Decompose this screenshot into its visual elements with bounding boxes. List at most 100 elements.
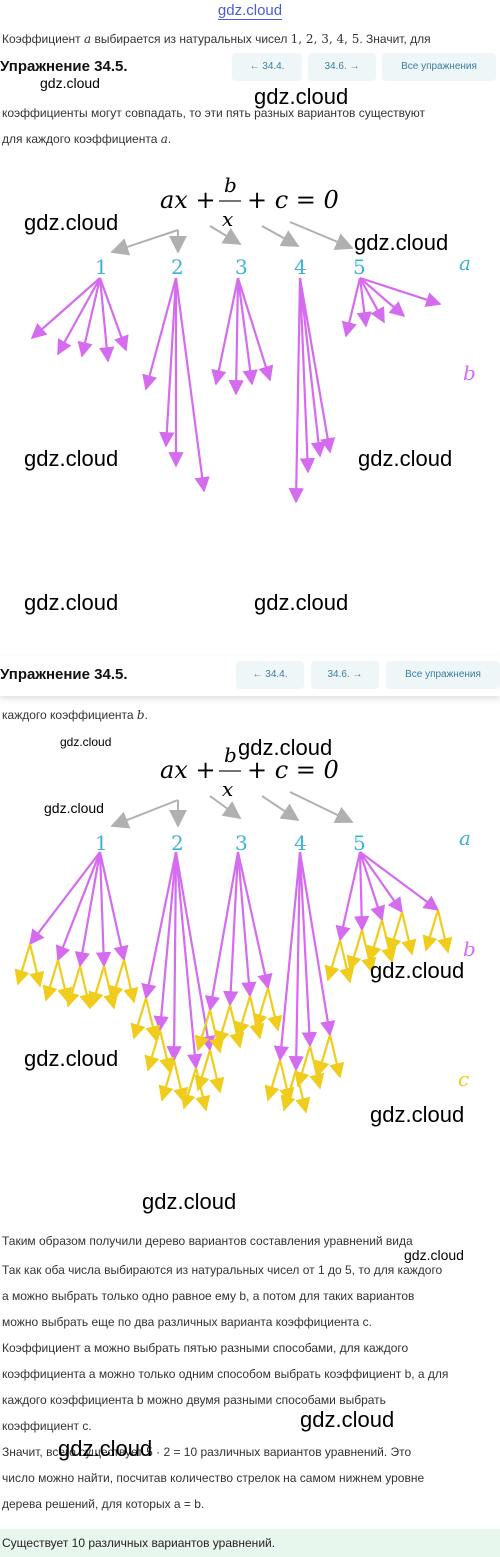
violet-arrow — [288, 851, 304, 1072]
site-logo[interactable]: gdz.cloud — [217, 2, 283, 20]
yellow-arrow — [180, 1067, 198, 1110]
violet-arrow — [353, 851, 370, 932]
prev-exercise-button[interactable]: ← 34.4. — [236, 661, 304, 689]
tree-number-1: 1 — [95, 831, 108, 855]
violet-arrow — [341, 277, 362, 338]
watermark: gdz.cloud — [142, 1189, 237, 1214]
violet-arrow — [236, 277, 258, 386]
all-exercises-button[interactable]: Все упражнения — [386, 661, 500, 689]
violet-arrow — [236, 851, 273, 990]
gray-arrow — [261, 225, 300, 247]
watermark: gdz.cloud — [44, 800, 104, 816]
violet-arrow — [359, 277, 406, 318]
yellow-arrow — [324, 939, 342, 982]
tree-number-2: 2 — [171, 255, 184, 279]
watermark: gdz.cloud — [60, 735, 112, 749]
violet-arrows — [30, 276, 442, 504]
tree-number-3: 3 — [235, 255, 248, 279]
tree-diagram-2: ax + b x + c = 0 1 2 3 4 5 a b c — [14, 743, 476, 1114]
answer-text: Существует 10 различных вариантов уравне… — [2, 1536, 276, 1550]
yellow-arrow — [56, 959, 73, 1004]
yellow-arrow — [208, 1049, 225, 1094]
tree-number-2: 2 — [171, 831, 184, 855]
tree-number-5: 5 — [353, 831, 366, 855]
violet-arrow — [166, 851, 182, 1062]
violet-arrow — [98, 277, 129, 352]
equation-denominator: x — [222, 777, 233, 801]
violet-arrow — [98, 851, 129, 962]
watermark: gdz.cloud — [24, 590, 119, 615]
yellow-arrow — [328, 1034, 345, 1079]
intro-line-1: Коэффициент a выбирается из натуральных … — [2, 32, 431, 46]
yellow-arrow — [214, 1004, 232, 1047]
text-fragment: . Значит, для — [359, 32, 431, 46]
text-fragment: . — [144, 708, 148, 722]
watermark: gdz.cloud — [24, 1046, 119, 1071]
explanation-line: каждого коэффициента b можно двумя разны… — [2, 1393, 386, 1407]
violet-arrow — [358, 851, 386, 922]
explanation-line: число можно найти, посчитав количество с… — [2, 1471, 425, 1485]
tree-diagram-1: ax + b x + c = 0 1 2 3 4 5 a b — [30, 173, 476, 504]
all-exercises-button[interactable]: Все упражнения — [382, 53, 496, 81]
yellow-arrow — [386, 911, 404, 954]
yellow-arrow — [194, 1009, 212, 1052]
gray-arrow — [209, 225, 242, 245]
yellow-arrow — [144, 997, 161, 1042]
level-label-a: a — [459, 251, 471, 275]
yellow-arrow — [88, 965, 106, 1008]
violet-arrow — [77, 277, 102, 358]
violet-arrow — [359, 851, 403, 914]
watermark: gdz.cloud — [370, 958, 465, 983]
watermark: gdz.cloud — [238, 735, 333, 760]
violet-arrow — [204, 851, 240, 1012]
next-exercise-button[interactable]: 34.6. → — [308, 53, 376, 81]
violet-arrow — [359, 851, 440, 911]
violet-arrow — [174, 277, 210, 493]
yellow-arrow — [314, 1034, 332, 1077]
math-numbers: 1, 2, 3, 4, 5 — [290, 32, 360, 46]
math-var: a — [160, 132, 168, 146]
violet-arrows — [29, 851, 440, 1072]
next-exercise-button[interactable]: 34.6. → — [311, 661, 379, 689]
explanation-line: Таким образом получили дерево вариантов … — [2, 1234, 413, 1248]
level-label-c: c — [458, 1067, 469, 1091]
yellow-arrow — [280, 1069, 298, 1112]
yellow-arrow — [308, 1045, 325, 1090]
prev-exercise-button[interactable]: ← 34.4. — [232, 53, 302, 81]
yellow-arrow — [234, 995, 252, 1038]
exercise-title: Упражнение 34.5. — [0, 666, 128, 683]
gray-arrow — [209, 795, 242, 820]
violet-arrow — [223, 851, 240, 1007]
text-fragment: для каждого коэффициента — [2, 132, 161, 146]
equation-right: + c = 0 — [247, 186, 339, 214]
yellow-arrow — [172, 1059, 189, 1104]
level-label-a: a — [459, 826, 471, 850]
equation-denominator: x — [222, 207, 233, 231]
watermark: gdz.cloud — [370, 1102, 465, 1127]
equation-numerator: b — [224, 173, 237, 197]
watermark: gdz.cloud — [404, 1247, 464, 1263]
tree-number-5: 5 — [353, 255, 366, 279]
gray-arrow — [289, 221, 354, 251]
equation-numerator: b — [224, 743, 237, 767]
text-fragment: . — [167, 132, 172, 146]
yellow-arrow — [194, 1049, 212, 1092]
violet-arrow — [228, 277, 244, 396]
explanation-line: дерева решений, для которых a = b. — [2, 1497, 205, 1511]
watermark: gdz.cloud — [300, 1407, 395, 1432]
exercise-header: Упражнение 34.5. ← 34.4. 34.6. → Все упр… — [0, 48, 500, 88]
gray-arrow — [110, 799, 179, 829]
yellow-arrow — [122, 959, 139, 1004]
yellow-arrow — [64, 965, 82, 1008]
violet-arrow — [236, 277, 274, 382]
violet-arrow — [359, 276, 442, 308]
violet-arrow — [211, 277, 240, 386]
violet-arrow — [298, 277, 316, 474]
yellow-arrow — [108, 959, 126, 1002]
violet-arrow — [174, 851, 216, 1052]
yellow-arrow — [400, 911, 417, 956]
violet-arrow — [95, 851, 112, 968]
violet-arrow — [298, 277, 327, 458]
yellow-arrow — [266, 987, 283, 1032]
violet-arrow — [153, 851, 178, 1032]
